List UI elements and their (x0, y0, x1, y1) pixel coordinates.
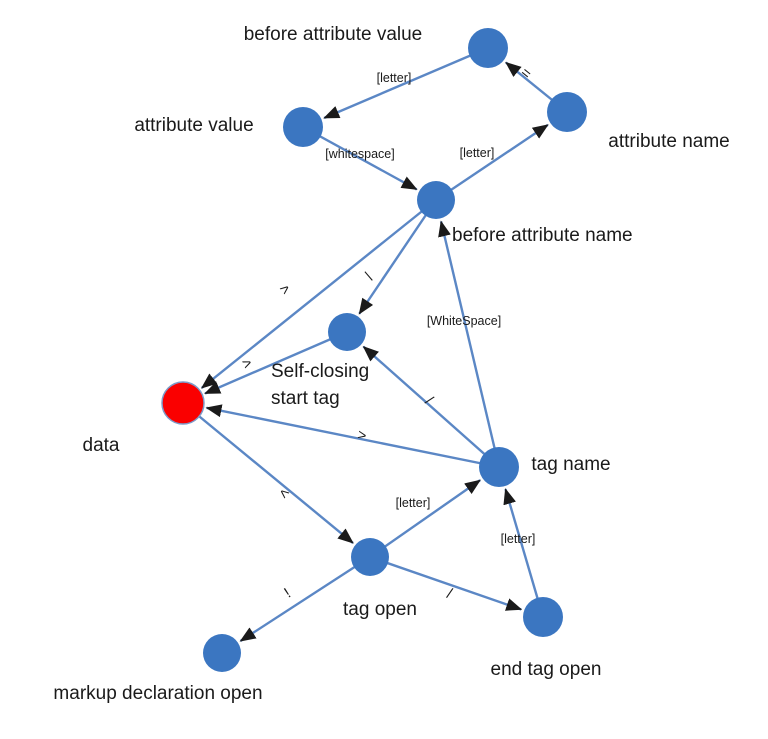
edge-before_attribute_value-to-attribute_value (323, 46, 489, 120)
edge-tag_name-to-before_attribute_name (438, 220, 501, 468)
node-tag-open (351, 538, 389, 576)
node-label-end-tag-open: end tag open (491, 659, 602, 680)
edge-label-tag_open-to-tag_name: [letter] (396, 496, 431, 510)
edge-label-data-to-tag_open: < (275, 484, 293, 503)
node-tag-name (479, 447, 519, 487)
edge-end_tag_open-to-tag_name (503, 488, 545, 618)
edge-tag_open-to-markup_declaration_open (239, 555, 371, 643)
node-label-tag-open: tag open (343, 599, 417, 620)
node-before-attribute-name (417, 181, 455, 219)
node-label-attribute-name: attribute name (608, 131, 729, 152)
node-data (161, 381, 205, 425)
node-label-data: data (83, 435, 120, 456)
edge-label-tag_name-to-before_attribute_name: [WhiteSpace] (427, 314, 501, 328)
node-label-tag-name: tag name (531, 454, 610, 475)
edge-label-before_attribute_name-to-data: > (276, 280, 294, 299)
node-end-tag-open (523, 597, 563, 637)
edge-before_attribute_name-to-attribute_name (435, 123, 549, 201)
edge-data-to-tag_open (182, 402, 354, 544)
edge-before_attribute_name-to-data (200, 199, 437, 389)
node-label-before-attribute-name: before attribute name (452, 225, 633, 246)
edge-tag_name-to-data (205, 404, 500, 469)
node-attribute-value (283, 107, 323, 147)
node-attribute-name (547, 92, 587, 132)
edge-label-before_attribute_name-to-attribute_name: [letter] (460, 146, 495, 160)
edge-tag_open-to-end_tag_open (369, 555, 523, 611)
node-label-attribute-value: attribute value (134, 115, 253, 136)
edge-attribute_value-to-before_attribute_name (302, 125, 418, 191)
node-label-markup-declaration-open: markup declaration open (53, 683, 262, 704)
edge-label-attribute_name-to-before_attribute_value: = (517, 64, 535, 83)
node-label-before-attribute-value: before attribute value (244, 24, 423, 45)
edge-label-attribute_value-to-before_attribute_name: [whitespace] (325, 147, 394, 161)
edge-tag_open-to-tag_name (369, 479, 481, 558)
edge-label-tag_name-to-data: > (356, 426, 368, 444)
node-markup-declaration-open (203, 634, 241, 672)
edge-label-tag_open-to-end_tag_open: / (445, 585, 455, 603)
node-before-attribute-value (468, 28, 508, 68)
edge-label-tag_open-to-markup_declaration_open: ! (281, 585, 294, 602)
edge-tag_name-to-self_closing_start_tag (362, 345, 500, 468)
edge-label-self_closing_start_tag-to-data: > (240, 354, 255, 373)
edge-label-before_attribute_name-to-self_closing_start_tag: / (361, 269, 378, 283)
edge-label-end_tag_open-to-tag_name: [letter] (501, 532, 536, 546)
node-self-closing-start-tag (328, 313, 366, 351)
edge-before_attribute_name-to-self_closing_start_tag (358, 199, 437, 315)
edge-self_closing_start_tag-to-data (204, 330, 348, 395)
edge-label-before_attribute_value-to-attribute_value: [letter] (377, 71, 412, 85)
